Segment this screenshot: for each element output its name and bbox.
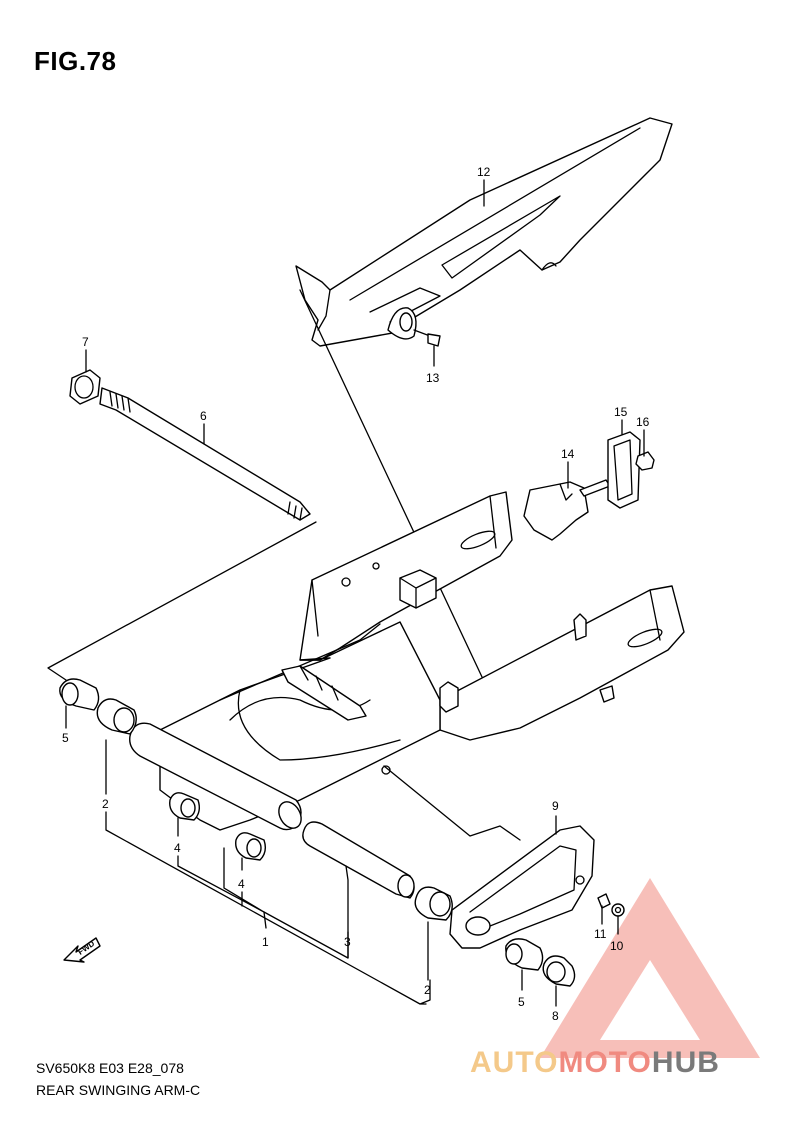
bolt-part-13: [413, 329, 441, 347]
label-part-15: 15: [614, 405, 628, 419]
assembly-axis-lines: [47, 289, 521, 841]
watermark-logo-triangle: [540, 878, 760, 1058]
spacer-part-5-right: [505, 938, 544, 971]
nut-part-10: [611, 903, 625, 917]
adjuster-block-part-15: [607, 431, 641, 509]
pivot-shaft-part-6: [99, 387, 311, 521]
label-part-3: 3: [344, 935, 351, 949]
label-part-14: 14: [561, 447, 575, 461]
label-part-9: 9: [552, 799, 559, 813]
section-name: REAR SWINGING ARM-C: [36, 1082, 201, 1098]
watermark-text: AUTOMOTOHUB: [470, 1046, 720, 1080]
label-part-2-left: 2: [102, 797, 109, 811]
fwd-arrow-icon: FWD: [63, 937, 101, 963]
label-part-11: 11: [594, 927, 607, 941]
pivot-nut-part-7: [69, 369, 101, 405]
chain-case-part-12: [295, 117, 673, 347]
label-part-4-upper: 4: [174, 841, 181, 855]
bearing-part-4-upper: [169, 792, 201, 821]
label-part-4-lower: 4: [238, 877, 245, 891]
bracket-part-14: [523, 479, 611, 541]
label-part-5-right: 5: [518, 995, 525, 1009]
chain-adjuster-plate-part-9: [449, 825, 595, 949]
watermark-part-moto: MOTO: [558, 1046, 652, 1079]
label-part-8: 8: [552, 1009, 559, 1023]
watermark-part-hub: HUB: [651, 1046, 720, 1079]
label-part-6: 6: [200, 409, 207, 423]
part-number-labels: 7 6 12 13 14 15 16 5 2 4 4 1 3 2 9 11 10…: [62, 165, 650, 1023]
label-part-1: 1: [262, 935, 269, 949]
bearing-part-4-lower: [235, 832, 267, 861]
leader-lines: [65, 179, 645, 1007]
spacer-tube-part-3: [302, 821, 415, 899]
label-part-2-right: 2: [424, 983, 431, 997]
label-part-5-left: 5: [62, 731, 69, 745]
label-part-16: 16: [636, 415, 650, 429]
label-part-10: 10: [610, 939, 624, 953]
label-part-12: 12: [477, 165, 491, 179]
watermark-part-auto: AUTO: [470, 1046, 559, 1079]
needle-bearing-part-2-right: [414, 886, 453, 921]
needle-bearing-part-2-left: [96, 698, 137, 735]
axle-nut-part-8: [542, 955, 576, 987]
figure-title: FIG.78: [34, 46, 117, 76]
nut-part-16: [635, 451, 655, 471]
label-part-13: 13: [426, 371, 440, 385]
label-part-7: 7: [82, 335, 89, 349]
model-code: SV650K8 E03 E28_078: [36, 1060, 184, 1076]
bolt-part-11: [597, 893, 611, 909]
spacer-part-5-left: [59, 678, 100, 711]
swingarm-frame: [129, 491, 685, 831]
